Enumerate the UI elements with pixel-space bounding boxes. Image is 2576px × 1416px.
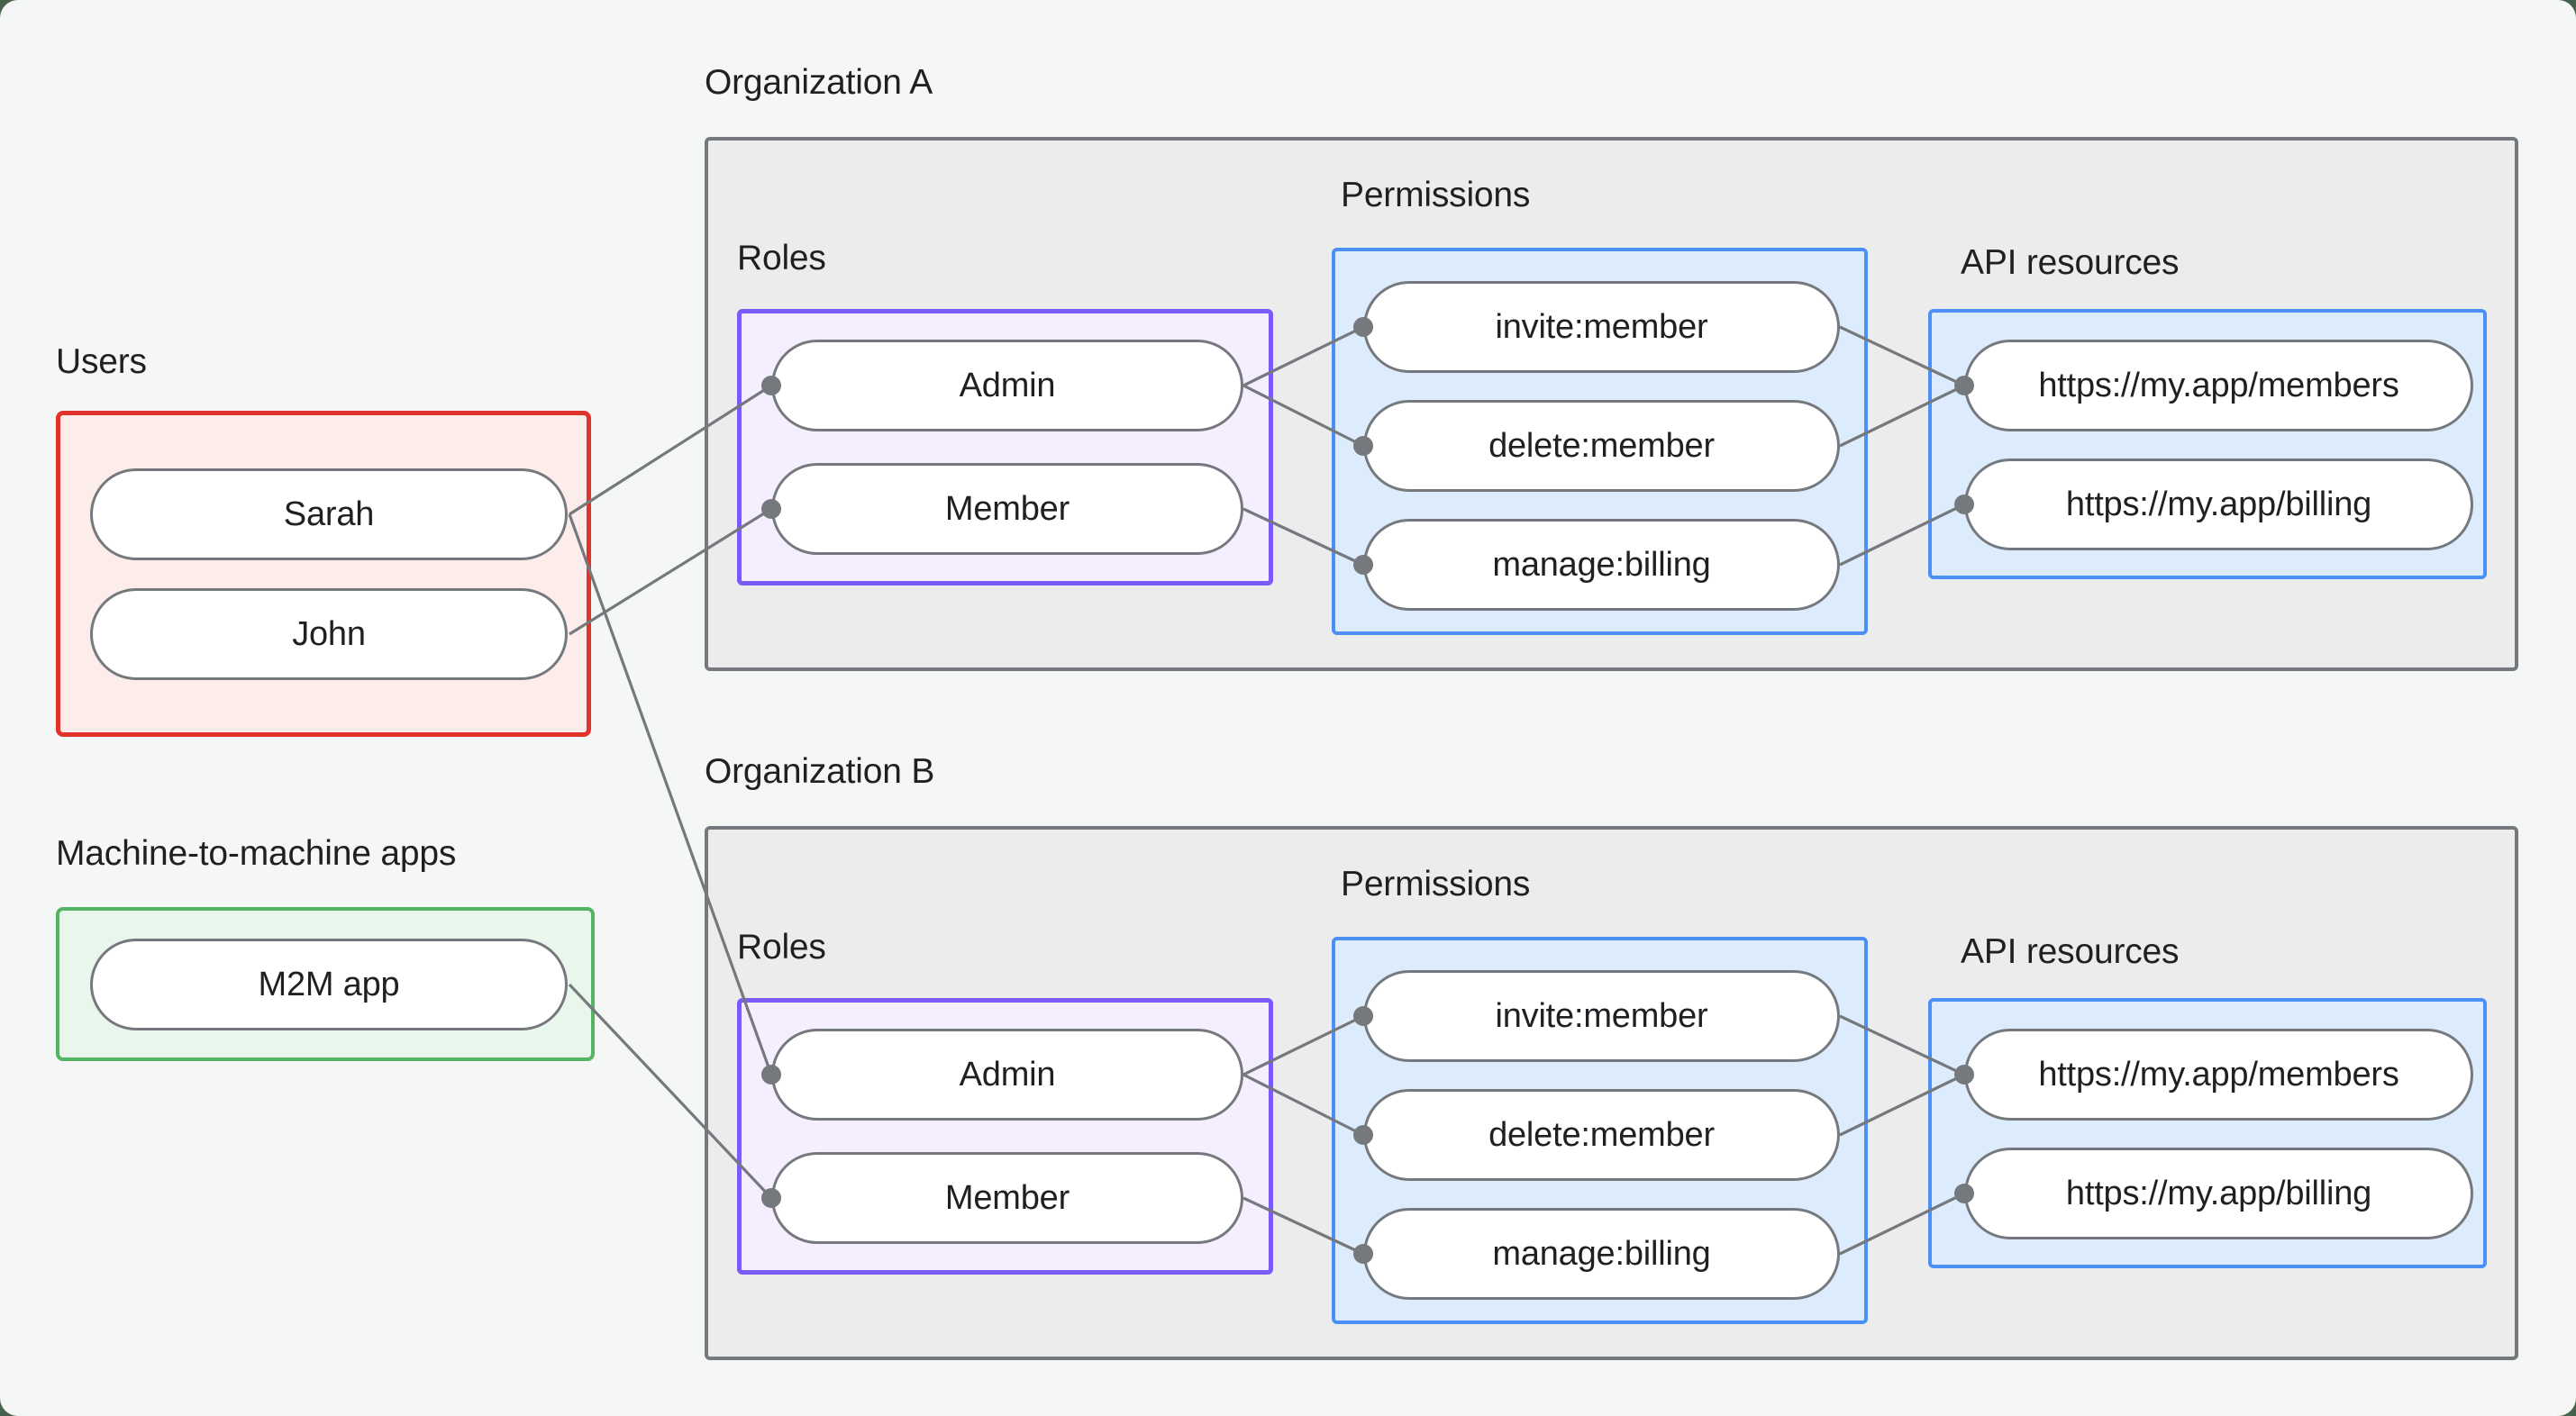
org-a-permission-node-invite: invite:member (1363, 281, 1840, 373)
org-b-permission-node-delete: delete:member (1363, 1089, 1840, 1181)
users-group-box (56, 411, 591, 737)
org-a-roles-label: Roles (737, 239, 826, 277)
org-a-api-node-billing: https://my.app/billing (1964, 458, 2473, 550)
org-a-api-label: API resources (1961, 243, 2180, 282)
org-a-label: Organization A (705, 63, 933, 102)
users-section-label: Users (56, 342, 147, 381)
org-a-api-node-members: https://my.app/members (1964, 340, 2473, 431)
m2m-section-label: Machine-to-machine apps (56, 834, 457, 873)
m2m-app-node: M2M app (90, 939, 568, 1030)
org-b-permissions-label: Permissions (1341, 865, 1531, 903)
org-b-api-node-members: https://my.app/members (1964, 1029, 2473, 1121)
org-b-role-node-admin: Admin (771, 1029, 1243, 1121)
org-b-roles-label: Roles (737, 928, 826, 967)
org-b-api-node-billing: https://my.app/billing (1964, 1148, 2473, 1239)
user-node-sarah: Sarah (90, 468, 568, 560)
org-a-permissions-label: Permissions (1341, 176, 1531, 214)
org-a-permission-node-manage: manage:billing (1363, 519, 1840, 611)
org-b-label: Organization B (705, 752, 935, 791)
org-a-role-node-member: Member (771, 463, 1243, 555)
org-a-role-node-admin: Admin (771, 340, 1243, 431)
org-b-api-label: API resources (1961, 932, 2180, 971)
org-b-permission-node-manage: manage:billing (1363, 1208, 1840, 1300)
org-a-permission-node-delete: delete:member (1363, 400, 1840, 492)
org-b-role-node-member: Member (771, 1152, 1243, 1244)
org-b-permission-node-invite: invite:member (1363, 970, 1840, 1062)
user-node-john: John (90, 588, 568, 680)
